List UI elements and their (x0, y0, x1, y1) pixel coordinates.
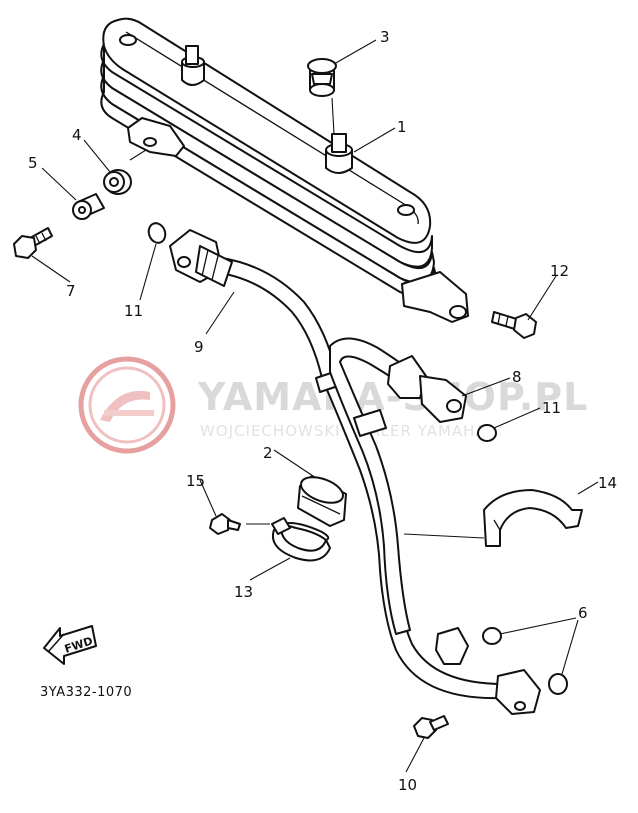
callout-11-right: 11 (542, 399, 561, 417)
clamp-part-13 (271, 517, 331, 562)
screw-part-15 (209, 513, 241, 535)
damper-part-3 (307, 58, 337, 97)
callout-2: 2 (263, 444, 273, 462)
callout-9: 9 (194, 338, 204, 356)
collar-part-5 (72, 193, 105, 220)
callout-7: 7 (66, 282, 76, 300)
callout-11-top: 11 (124, 302, 143, 320)
callout-6: 6 (578, 604, 588, 622)
oil-pipe-part-8 (329, 337, 469, 665)
callout-8: 8 (512, 368, 522, 386)
callout-12: 12 (550, 262, 569, 280)
callout-15: 15 (186, 472, 205, 490)
callout-14: 14 (598, 474, 617, 492)
diagram-code: 3YA332-1070 (40, 685, 132, 700)
watermark-subtitle: WOJCIECHOWSKI DEALER YAMAHA (200, 422, 487, 440)
damper-part-2 (297, 475, 347, 527)
callout-10: 10 (398, 776, 417, 794)
leader-lines (31, 39, 599, 773)
callout-4: 4 (72, 126, 82, 144)
callout-13: 13 (234, 583, 253, 601)
callout-5: 5 (28, 154, 38, 172)
grommet-part-4 (103, 169, 132, 195)
o-ring-part-11b (477, 424, 497, 442)
bolt-part-12 (491, 311, 537, 339)
watermark-logo-icon (78, 356, 176, 454)
forward-arrow-icon: FWD (43, 625, 97, 665)
bolt-part-10 (413, 715, 449, 739)
bolt-part-7 (13, 227, 53, 259)
oil-cooler-part-1 (100, 17, 469, 323)
o-ring-part-11a (147, 222, 167, 244)
callout-1: 1 (397, 118, 407, 136)
callouts: 3 1 4 5 7 11 9 12 8 11 2 15 14 13 6 10 (28, 28, 617, 794)
bracket-part-14 (483, 489, 583, 547)
callout-3: 3 (380, 28, 390, 46)
o-ring-part-6 (482, 627, 568, 695)
